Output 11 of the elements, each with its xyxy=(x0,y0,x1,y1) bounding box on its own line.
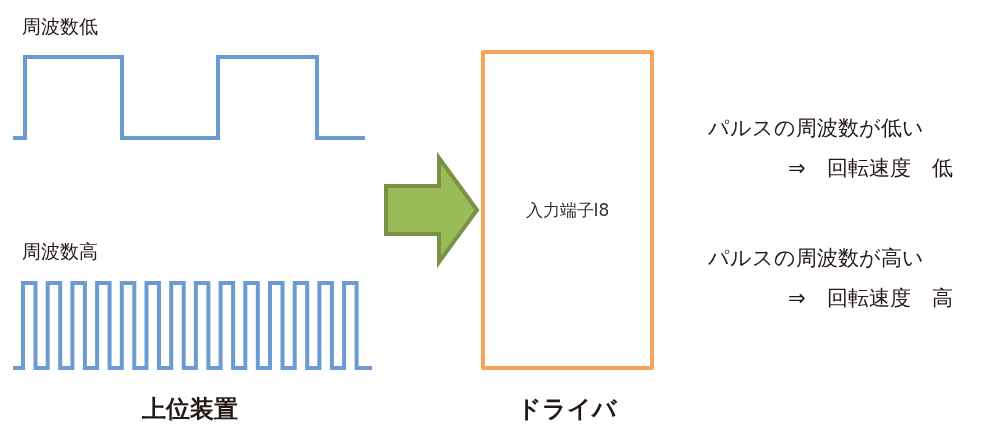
terminal-box xyxy=(481,50,654,370)
frequency-label: 周波数高 xyxy=(22,239,98,264)
block-arrow xyxy=(384,151,480,269)
speed-result: ⇒ 回転速度 低 xyxy=(788,155,953,182)
speed-result: ⇒ 回転速度 高 xyxy=(788,285,953,312)
terminal-label: 入力端子I8 xyxy=(525,198,610,222)
device-title: 上位装置 xyxy=(142,394,238,425)
driver-title: ドライバ xyxy=(517,394,617,425)
pulse-description: パルスの周波数が低い xyxy=(708,115,924,142)
frequency-label: 周波数低 xyxy=(22,14,98,39)
pulse-description: パルスの周波数が高い xyxy=(708,245,924,272)
